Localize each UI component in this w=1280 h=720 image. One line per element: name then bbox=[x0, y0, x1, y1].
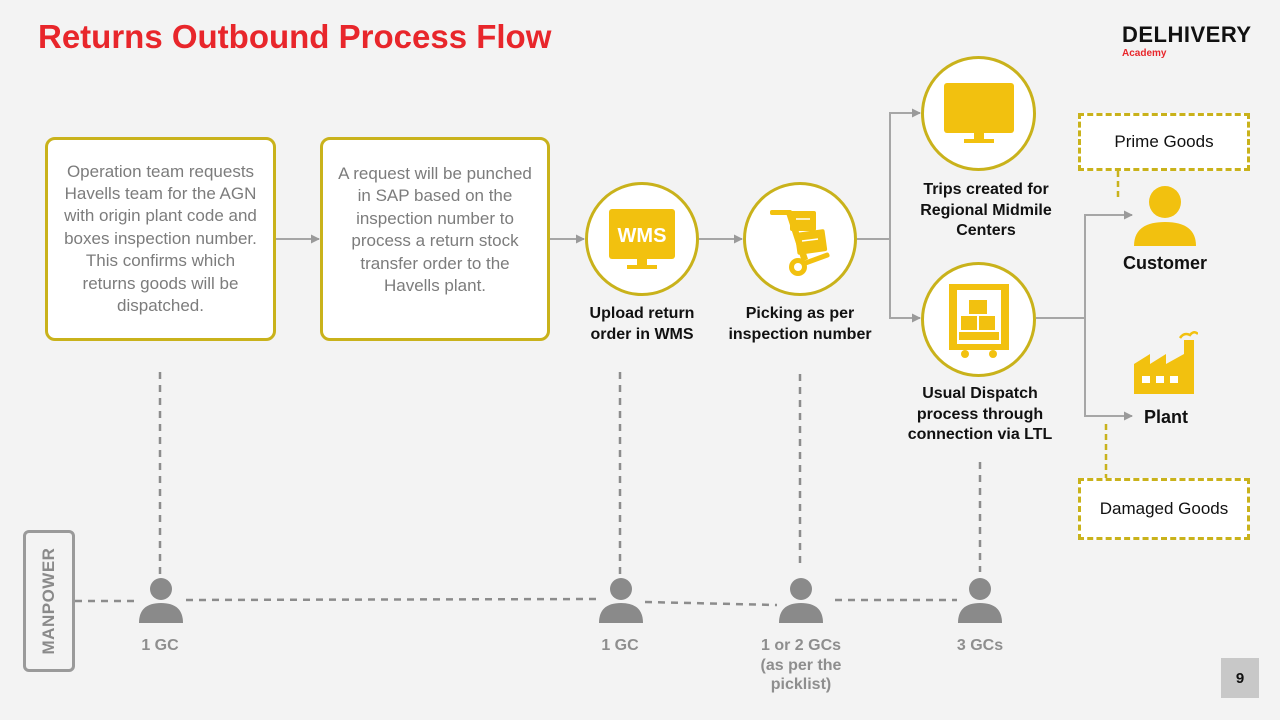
plant-label: Plant bbox=[1143, 407, 1188, 427]
prime-goods-text: Prime Goods bbox=[1114, 132, 1214, 151]
logo-brand: DELHIVERY bbox=[1122, 22, 1252, 47]
dispatch-label: Usual Dispatch process through connectio… bbox=[907, 385, 1053, 443]
person-icon bbox=[779, 578, 823, 623]
delhivery-logo: DELHIVERY Academy bbox=[1122, 22, 1252, 60]
manpower-count-1: 1 GC bbox=[141, 637, 179, 654]
arrow-to-plant bbox=[1084, 318, 1133, 421]
arrow-to-trips bbox=[889, 108, 921, 239]
logo-sub: Academy bbox=[1122, 48, 1167, 59]
person-icon bbox=[958, 578, 1002, 623]
truck-cargo-icon bbox=[948, 283, 1009, 358]
hand-truck-icon bbox=[770, 210, 830, 276]
customer-person-icon bbox=[1134, 186, 1196, 246]
sap-step-box: A request will be punched in SAP based o… bbox=[320, 137, 550, 341]
damaged-goods-box: Damaged Goods bbox=[1078, 478, 1250, 540]
sap-step-text: A request will be punched in SAP based o… bbox=[338, 164, 532, 296]
wms-label: Upload return order in WMS bbox=[589, 305, 695, 343]
manpower-box: MANPOWER bbox=[23, 530, 75, 672]
wms-icon-text: WMS bbox=[618, 225, 667, 247]
prime-goods-box: Prime Goods bbox=[1078, 113, 1250, 171]
picking-label: Picking as per inspection number bbox=[728, 305, 872, 343]
wms-circle: WMS bbox=[585, 182, 699, 296]
manpower-count-3: 1 or 2 GCs (as per the picklist) bbox=[760, 637, 842, 693]
monitor-icon bbox=[943, 82, 1014, 143]
request-step-box: Operation team requests Havells team for… bbox=[45, 137, 276, 341]
arrow-to-customer bbox=[1084, 210, 1133, 318]
person-icon bbox=[139, 578, 183, 623]
wms-screen-icon: WMS bbox=[609, 209, 675, 269]
page-number: 9 bbox=[1221, 658, 1259, 698]
picking-circle bbox=[743, 182, 857, 296]
factory-icon bbox=[1134, 331, 1198, 394]
dash-manpower-2 bbox=[644, 600, 778, 607]
arrow-to-dispatch bbox=[889, 239, 921, 323]
request-step-text: Operation team requests Havells team for… bbox=[64, 161, 257, 316]
damaged-goods-text: Damaged Goods bbox=[1099, 499, 1229, 518]
page-title: Returns Outbound Process Flow bbox=[38, 18, 552, 55]
manpower-count-4: 3 GCs bbox=[956, 637, 1004, 654]
person-icon bbox=[599, 578, 643, 623]
dispatch-circle bbox=[921, 262, 1036, 377]
dash-manpower-1 bbox=[185, 597, 598, 602]
customer-label: Customer bbox=[1122, 253, 1207, 273]
manpower-label: MANPOWER bbox=[39, 547, 58, 655]
trips-label: Trips created for Regional Midmile Cente… bbox=[920, 181, 1052, 239]
manpower-count-2: 1 GC bbox=[601, 637, 639, 654]
trips-circle bbox=[921, 56, 1036, 171]
